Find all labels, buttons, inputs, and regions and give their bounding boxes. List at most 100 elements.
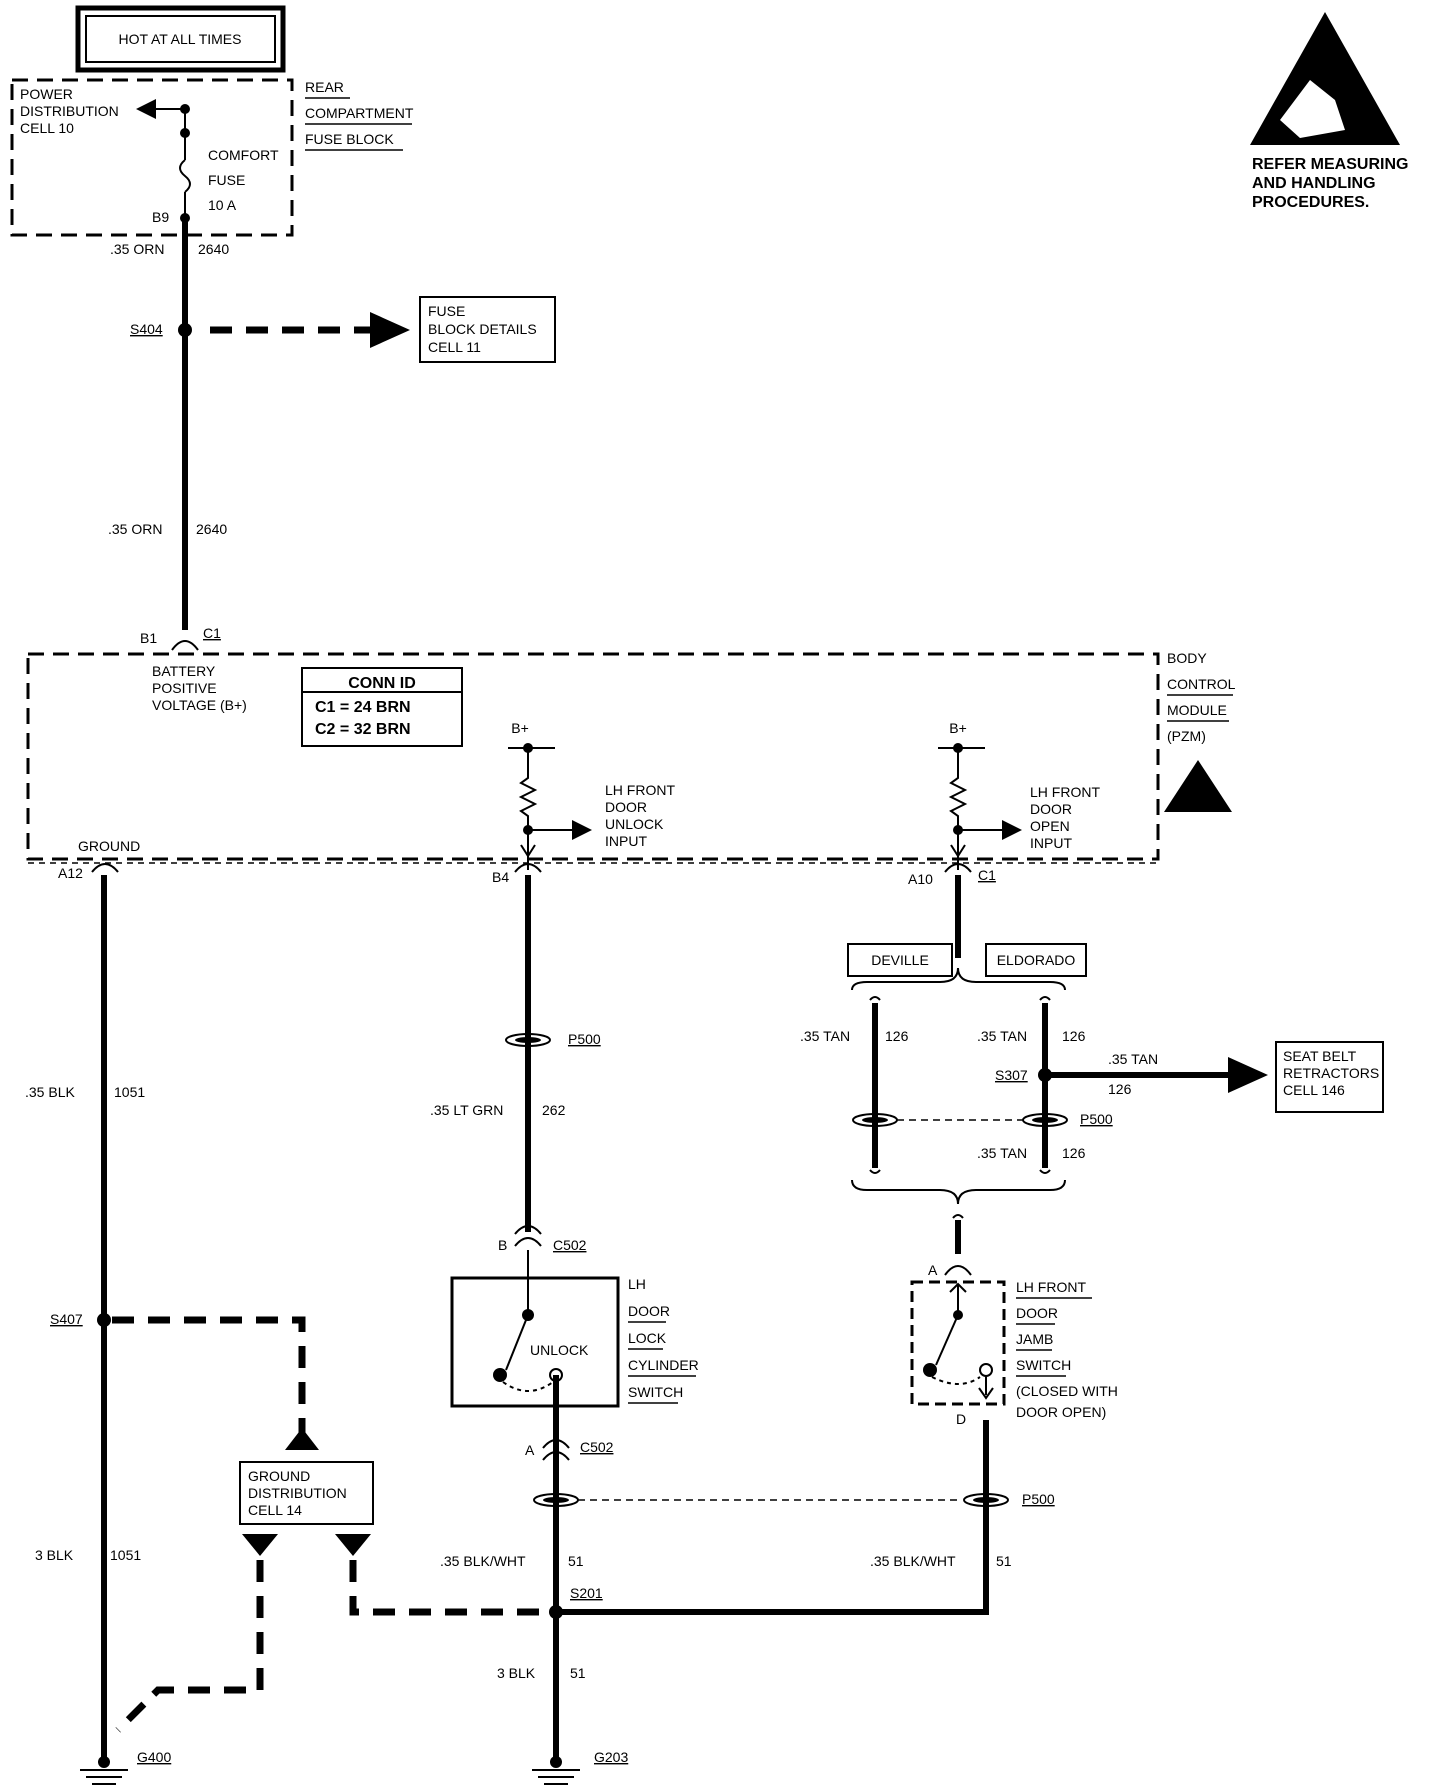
bcm-title2: CONTROL — [1167, 676, 1236, 692]
wire-51-right: P500 .35 BLK/WHT 51 — [556, 1420, 1055, 1615]
fuse-line2: FUSE — [208, 172, 245, 188]
fuse-block-title3: FUSE BLOCK — [305, 131, 394, 147]
door-lock-cylinder-switch: UNLOCK LH DOOR LOCK CYLINDER SWITCH — [450, 1250, 699, 1408]
conn-id-c2: C2 = 32 BRN — [315, 721, 411, 738]
fuse-details-ref: FUSE BLOCK DETAILS CELL 11 — [419, 296, 556, 363]
fuse-pin: B9 — [152, 209, 169, 225]
wire-262-gauge: .35 LT GRN — [430, 1102, 503, 1118]
jamb-switch-name2: DOOR — [1016, 1305, 1058, 1321]
bplus-open: B+ — [949, 720, 967, 736]
unlock-input-line4: INPUT — [605, 833, 647, 849]
pin-jamb-a: A — [928, 1262, 938, 1278]
wire-262-circuit: 262 — [542, 1102, 566, 1118]
open-input-line3: OPEN — [1030, 818, 1070, 834]
lock-switch-name2: DOOR — [628, 1303, 670, 1319]
bplus-label2: POSITIVE — [152, 680, 217, 696]
wire-51-left: A C502 .35 BLK/WHT 51 S201 3 BLK 51 — [440, 1375, 614, 1762]
wire-126-lower-circuit: 126 — [1062, 1145, 1086, 1161]
seat-belt-line1: SEAT BELT — [1283, 1048, 1357, 1064]
pin-c502-b: B — [498, 1237, 507, 1253]
wire-262: P500 .35 LT GRN 262 B C502 — [430, 875, 601, 1253]
fuse-line1: COMFORT — [208, 147, 279, 163]
power-dist-line1: POWER — [20, 86, 73, 102]
seat-belt-ref: SEAT BELT RETRACTORS CELL 146 — [1275, 1041, 1384, 1113]
bplus-label3: VOLTAGE (B+) — [152, 697, 247, 713]
jamb-switch-name1: LH FRONT — [1016, 1279, 1086, 1295]
jamb-switch-name5: (CLOSED WITH — [1016, 1383, 1118, 1399]
ground-dist-line3: CELL 14 — [248, 1502, 302, 1518]
bplus-label1: BATTERY — [152, 663, 216, 679]
wire-2640-gauge-mid: .35 ORN — [108, 521, 162, 537]
ground-dist-ref: GROUND DISTRIBUTION CELL 14 — [239, 1461, 374, 1525]
wire-1051-gauge-bot: 3 BLK — [35, 1547, 74, 1563]
wire-1051: .35 BLK 1051 S407 3 BLK 1051 — [25, 875, 145, 1762]
wire-126-seatbelt-gauge: .35 TAN — [1108, 1051, 1158, 1067]
p500-mid: P500 — [1080, 1111, 1113, 1127]
esd-warning: REFER MEASURING AND HANDLING PROCEDURES. — [1250, 12, 1408, 211]
hot-label: HOT AT ALL TIMES — [119, 31, 242, 47]
wire-51-ground-circuit: 51 — [570, 1665, 586, 1681]
power-dist-line2: DISTRIBUTION — [20, 103, 119, 119]
pin-a12: A12 — [58, 865, 83, 881]
wire-51-ground-gauge: 3 BLK — [497, 1665, 536, 1681]
wire-126-eldorado-circuit: 126 — [1062, 1028, 1086, 1044]
pin-b1: B1 — [140, 630, 157, 646]
wire-126-eldorado-gauge: .35 TAN — [977, 1028, 1027, 1044]
wire-51-right-gauge: .35 BLK/WHT — [870, 1553, 956, 1569]
open-input-line4: INPUT — [1030, 835, 1072, 851]
unlock-input-line2: DOOR — [605, 799, 647, 815]
bcm-esd-icon — [1164, 760, 1232, 812]
lock-switch-state: UNLOCK — [530, 1342, 589, 1358]
fuse-block-title2: COMPARTMENT — [305, 105, 414, 121]
conn-id-c1: C1 = 24 BRN — [315, 699, 411, 716]
pin-c502-a: A — [525, 1442, 535, 1458]
fuse-line3: 10 A — [208, 197, 237, 213]
wire-2640-circuit-mid: 2640 — [196, 521, 227, 537]
power-dist-line3: CELL 10 — [20, 120, 74, 136]
wire-1051-circuit-bot: 1051 — [110, 1547, 141, 1563]
p500-bot: P500 — [1022, 1491, 1055, 1507]
pin-a10: A10 — [908, 871, 933, 887]
open-input-line2: DOOR — [1030, 801, 1072, 817]
unlock-input-line1: LH FRONT — [605, 782, 675, 798]
conn-id-title: CONN ID — [348, 675, 416, 692]
wire-51-left-gauge: .35 BLK/WHT — [440, 1553, 526, 1569]
esd-note-line2: AND HANDLING — [1252, 175, 1376, 192]
bplus-unlock: B+ — [511, 720, 529, 736]
fuse-block: POWER DISTRIBUTION CELL 10 COMFORT FUSE … — [10, 78, 414, 237]
p500-left: P500 — [568, 1031, 601, 1047]
open-input-line1: LH FRONT — [1030, 784, 1100, 800]
pin-jamb-d: D — [956, 1411, 966, 1427]
wire-1051-gauge-top: .35 BLK — [25, 1084, 75, 1100]
splice-s407: S407 — [50, 1311, 83, 1327]
hot-at-all-times-box: HOT AT ALL TIMES — [75, 5, 286, 73]
pin-c1-right: C1 — [978, 867, 996, 883]
ground-dist-line2: DISTRIBUTION — [248, 1485, 347, 1501]
c502-top: C502 — [553, 1237, 587, 1253]
ground-g203-label: G203 — [594, 1749, 628, 1765]
wire-51-right-circuit: 51 — [996, 1553, 1012, 1569]
pin-b4-connector — [514, 863, 542, 873]
jamb-switch-name3: JAMB — [1016, 1331, 1053, 1347]
lock-switch-name4: CYLINDER — [628, 1357, 699, 1373]
lock-switch-name3: LOCK — [628, 1330, 667, 1346]
seat-belt-line3: CELL 146 — [1283, 1082, 1345, 1098]
splice-s404: S404 — [130, 321, 163, 337]
wire-51-left-circuit: 51 — [568, 1553, 584, 1569]
bcm-ground-label: GROUND — [78, 838, 140, 854]
ground-g400-label: G400 — [137, 1749, 171, 1765]
bcm-title3: MODULE — [1167, 702, 1227, 718]
body-control-module: BODY CONTROL MODULE (PZM) BATTERY POSITI… — [26, 650, 1236, 870]
wire-2640: .35 ORN 2640 S404 .35 ORN 2640 B1 C1 — [108, 218, 229, 651]
splice-s307: S307 — [995, 1067, 1028, 1083]
wire-2640-gauge-top: .35 ORN — [110, 241, 164, 257]
wire-126-lower-gauge: .35 TAN — [977, 1145, 1027, 1161]
bcm-title1: BODY — [1167, 650, 1207, 666]
fuse-block-title1: REAR — [305, 79, 344, 95]
wire-126: DEVILLE ELDORADO .35 TAN 126 .35 TAN 126… — [800, 875, 1268, 1254]
c502-bot: C502 — [580, 1439, 614, 1455]
ground-g203: G203 — [532, 1749, 628, 1785]
wire-126-deville-circuit: 126 — [885, 1028, 909, 1044]
ground-g400: G400 — [80, 1749, 171, 1785]
seat-belt-line2: RETRACTORS — [1283, 1065, 1379, 1081]
